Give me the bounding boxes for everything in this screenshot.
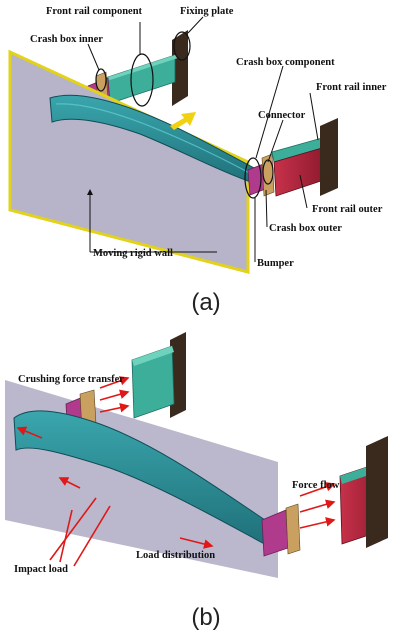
front-rail-callout-ellipse [130,53,154,107]
label-connector: Connector [258,110,306,121]
force-arrows [16,376,336,567]
label-fixing-plate: Fixing plate [180,6,234,17]
connector-callout-ellipse [262,159,274,185]
label-moving-rigid-wall: Moving rigid wall [93,248,173,259]
label-front-rail-outer: Front rail outer [312,204,383,215]
crash-box-inner-callout-ellipse [95,68,107,92]
connector [261,153,275,197]
panel-a: Front rail component Fixing plate Crash … [8,6,387,316]
panel-a-tag: (a) [191,289,220,316]
label-load-distribution: Load distribution [136,550,215,561]
fixing-plate-b-right [366,436,388,548]
fixing-plate-callout-ellipse [173,31,191,61]
label-crash-box-outer: Crash box outer [269,223,342,234]
label-front-rail-inner: Front rail inner [316,82,387,93]
label-crushing-force-transfer: Crushing force transfer [18,374,124,385]
label-crash-box-component: Crash box component [236,57,335,68]
label-impact-load: Impact load [14,564,68,575]
label-bumper: Bumper [257,258,294,269]
panel-a-leader-lines [87,16,319,262]
label-crash-box-inner: Crash box inner [30,34,103,45]
crash-box-component-callout-ellipse [244,157,262,199]
panel-b: Crushing force transfer Force flow Impac… [5,332,388,631]
label-front-rail-component: Front rail component [46,6,143,17]
label-force-flow: Force flow [292,480,340,491]
front-rail-b-top [131,345,175,419]
fixing-plate-left [172,30,188,106]
motion-arrow [170,112,196,130]
fixing-plate-right [320,118,338,196]
panel-b-tag: (b) [191,604,220,631]
